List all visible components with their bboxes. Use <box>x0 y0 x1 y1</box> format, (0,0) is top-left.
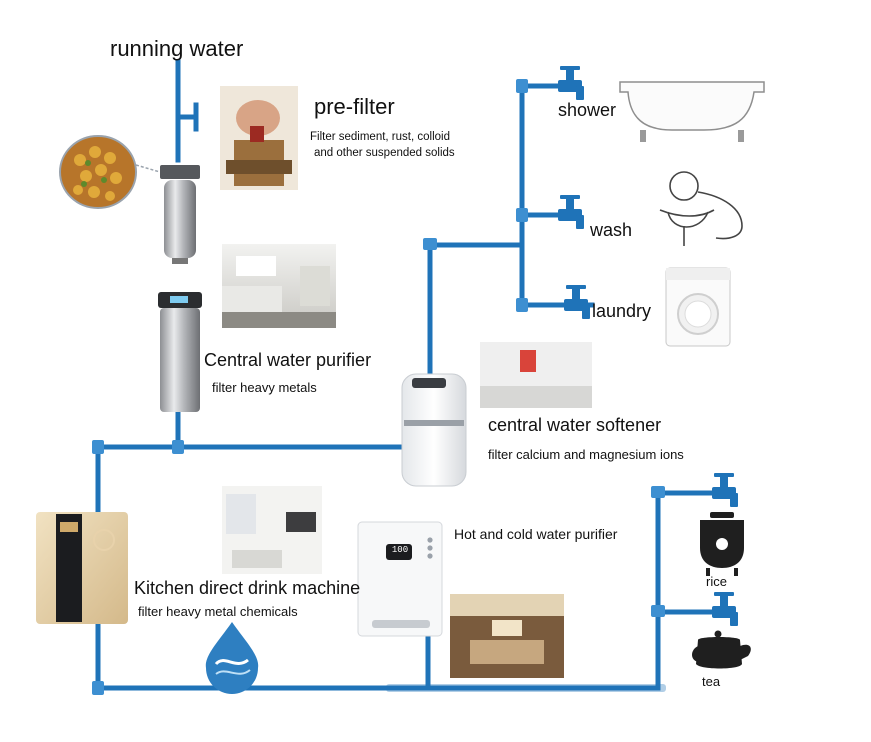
interior-photo <box>450 594 564 678</box>
sediment-magnifier <box>59 135 161 209</box>
pre-filter-housing <box>160 165 200 264</box>
teapot-icon <box>692 630 751 669</box>
rice-label: rice <box>706 574 727 589</box>
pre-filter-photo <box>220 86 298 190</box>
faucet-icon-shower <box>558 66 584 100</box>
main-pipes <box>95 59 725 691</box>
kitchen-drink-machine <box>36 512 128 624</box>
kitchen-photo <box>222 244 336 328</box>
running-water-label: running water <box>110 36 244 61</box>
faucet-icon-rice <box>712 473 738 507</box>
softener-label: central water softener <box>488 415 662 435</box>
kitchen-machine-label: Kitchen direct drink machine <box>134 578 361 598</box>
kitchen-machine-desc: filter heavy metal chemicals <box>138 604 298 619</box>
wash-label: wash <box>590 220 633 240</box>
softener-room-photo <box>480 342 592 408</box>
water-drop-icon <box>205 622 259 694</box>
pre-filter-desc-2: and other suspended solids <box>314 147 455 159</box>
bathtub-icon <box>619 81 765 142</box>
purifier-display-readout: 100 <box>391 545 409 555</box>
faucet-icon-tea <box>712 592 738 626</box>
bottom-watermark <box>386 684 666 692</box>
central-purifier-unit <box>158 292 202 412</box>
rice-cooker-icon <box>700 512 744 576</box>
water-softener-unit <box>401 373 467 487</box>
pipe-joints <box>92 79 665 695</box>
faucet-icon-wash <box>558 195 584 229</box>
laundry-label: laundry <box>592 301 652 321</box>
washing-machine-icon <box>665 267 731 347</box>
living-room-photo <box>222 486 322 574</box>
faucet-icon-laundry <box>564 285 590 319</box>
washbasin-icon <box>659 171 743 246</box>
pre-filter-desc-1: Filter sediment, rust, colloid <box>310 131 450 143</box>
hot-cold-label: Hot and cold water purifier <box>454 526 618 542</box>
softener-desc: filter calcium and magnesium ions <box>488 447 684 462</box>
hot-cold-purifier-unit <box>357 521 443 637</box>
central-purifier-label: Central water purifier <box>204 350 372 370</box>
shower-label: shower <box>558 100 617 120</box>
pre-filter-label: pre-filter <box>314 94 395 119</box>
central-purifier-desc: filter heavy metals <box>212 380 317 395</box>
tea-label: tea <box>702 674 721 689</box>
